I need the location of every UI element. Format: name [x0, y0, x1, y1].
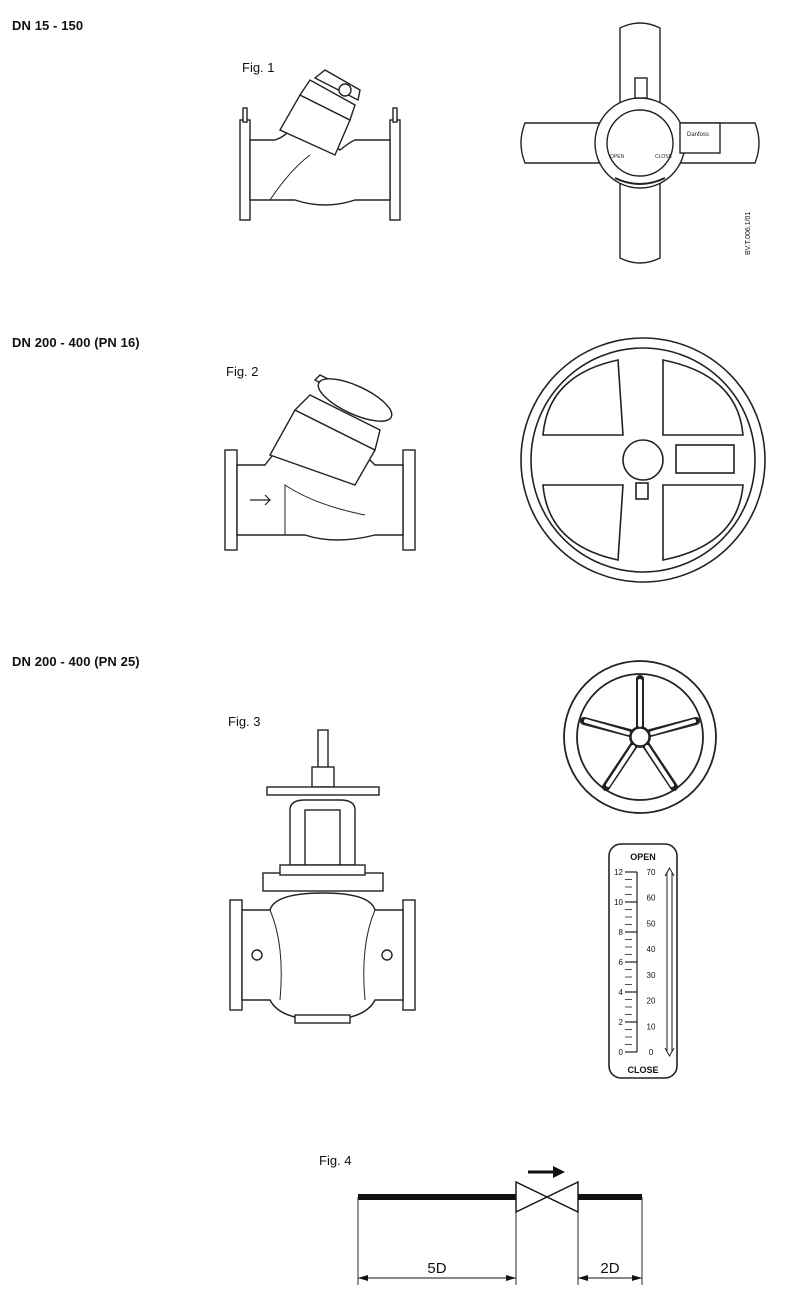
scale-right-label: 40 [647, 945, 656, 954]
scale-left-label: 8 [619, 928, 624, 937]
fig-1-valve-side-view [239, 69, 401, 221]
scale-left-label: 4 [619, 988, 624, 997]
section-3-heading: DN 200 - 400 (PN 25) [12, 654, 140, 669]
scale-left-label: 0 [619, 1048, 624, 1057]
handwheel-close-text: CLOSE [655, 154, 673, 160]
scale-left-label: 12 [614, 868, 623, 877]
fig-1-label: Fig. 1 [242, 60, 275, 75]
scale-right-label: 0 [649, 1048, 654, 1057]
section-1-heading: DN 15 - 150 [12, 18, 84, 33]
handwheel-brand-text: Danfoss [687, 132, 709, 138]
section-2-heading: DN 200 - 400 (PN 16) [12, 335, 140, 350]
drawing-code: BV.T.006.1/01 [745, 211, 752, 255]
scale-right-label: 70 [647, 868, 656, 877]
fig-3-label: Fig. 3 [228, 714, 261, 729]
scale-right-label: 30 [647, 971, 656, 980]
scale-left-label: 6 [619, 958, 624, 967]
handwheel-open-text: OPEN [610, 154, 625, 160]
downstream-length-label: 2D [600, 1260, 619, 1277]
fig-3-valve-side-view [229, 729, 416, 1024]
scale-right-ticks: 70 60 50 40 30 20 10 0 [647, 868, 656, 1057]
fig-3-handwheel-top-view [563, 660, 717, 814]
upstream-length-label: 5D [427, 1260, 446, 1277]
fig-2-label: Fig. 2 [226, 364, 259, 379]
fig-4-label: Fig. 4 [319, 1153, 352, 1168]
fig-2-valve-side-view [224, 374, 416, 551]
scale-close-label: CLOSE [627, 1065, 658, 1075]
fig-2-handwheel-top-view [520, 337, 766, 583]
scale-right-label: 60 [647, 894, 656, 903]
scale-left-ticks: 12 10 8 6 4 2 0 [614, 868, 638, 1057]
fig-4-installation-diagram: 5D 2D [357, 1166, 643, 1285]
scale-right-label: 10 [647, 1022, 656, 1031]
scale-open-label: OPEN [630, 852, 656, 862]
scale-left-label: 10 [614, 898, 623, 907]
scale-left-label: 2 [619, 1018, 624, 1027]
scale-right-label: 20 [647, 997, 656, 1006]
fig-1-handwheel-top-view: Danfoss OPEN CLOSE [520, 22, 760, 264]
scale-right-label: 50 [647, 919, 656, 928]
